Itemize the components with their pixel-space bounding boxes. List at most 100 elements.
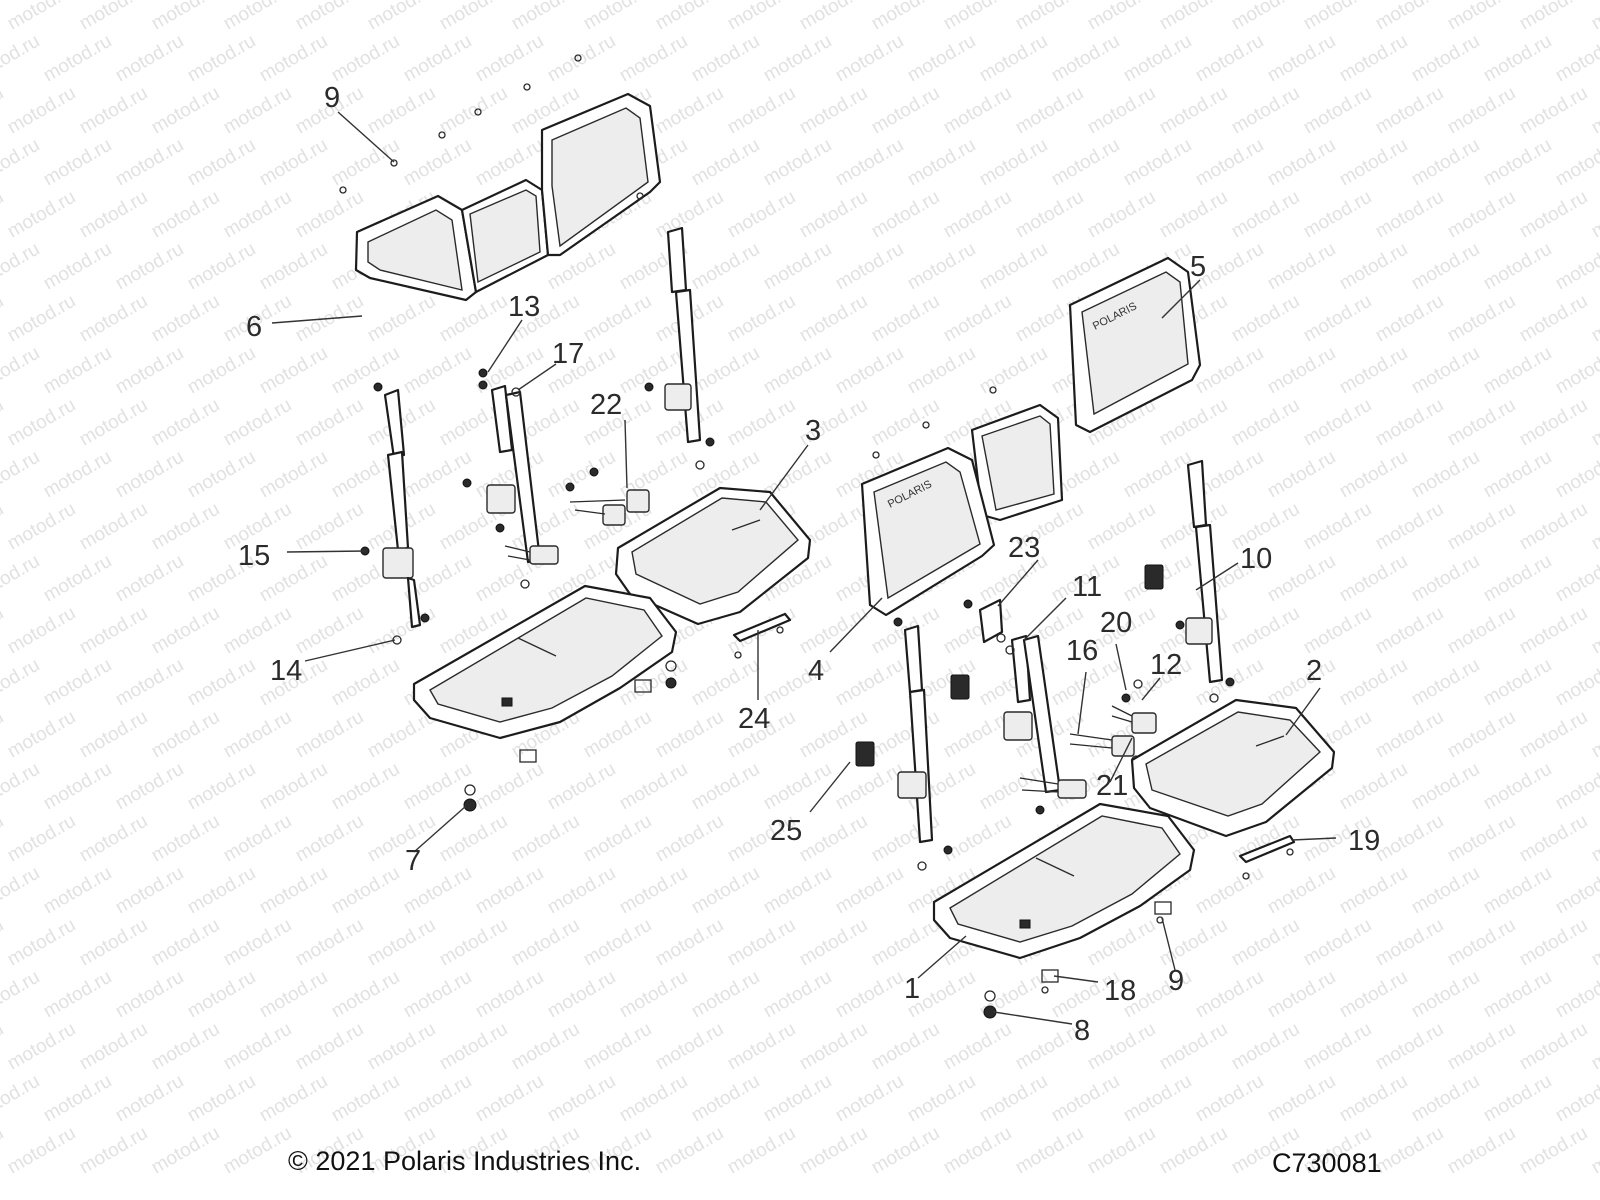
callout-9-lower: 9 [1168,965,1184,997]
watermark-text: motod.ru [40,31,115,87]
watermark-text: motod.ru [1156,0,1231,34]
watermark-text: motod.ru [112,655,187,711]
watermark-text: motod.ru [184,967,259,1023]
watermark-text: motod.ru [1300,187,1375,243]
watermark-text: motod.ru [1552,863,1600,919]
watermark-text: motod.ru [1156,1123,1231,1179]
watermark-text: motod.ru [436,291,511,347]
watermark-text: motod.ru [400,447,475,503]
watermark-text: motod.ru [904,31,979,87]
watermark-text: motod.ru [1372,603,1447,659]
watermark-text: motod.ru [1444,603,1519,659]
watermark-text: motod.ru [220,603,295,659]
watermark-text: motod.ru [1192,31,1267,87]
watermark-text: motod.ru [400,135,475,191]
watermark-text: motod.ru [184,863,259,919]
watermark-text: motod.ru [0,395,7,451]
watermark-text: motod.ru [256,759,331,815]
watermark-text: motod.ru [364,811,439,867]
watermark-text: motod.ru [832,1071,907,1127]
watermark-text: motod.ru [364,1019,439,1075]
watermark-text: motod.ru [760,1071,835,1127]
watermark-text: motod.ru [1480,1071,1555,1127]
callout-5: 5 [1190,251,1206,283]
watermark-text: motod.ru [724,83,799,139]
watermark-text: motod.ru [724,187,799,243]
watermark-text: motod.ru [148,187,223,243]
watermark-text: motod.ru [1084,83,1159,139]
watermark-text: motod.ru [292,0,367,34]
watermark-text: motod.ru [652,187,727,243]
watermark-text: motod.ru [1336,967,1411,1023]
seat-belt-left-outer-15 [360,382,430,645]
watermark-text: motod.ru [1480,551,1555,607]
watermark-text: motod.ru [1516,187,1591,243]
watermark-text: motod.ru [1516,811,1591,867]
watermark-text: motod.ru [724,395,799,451]
backrest-4: POLARIS [860,403,1064,617]
watermark-text: motod.ru [472,863,547,919]
watermark-text: motod.ru [1552,759,1600,815]
watermark-text: motod.ru [0,291,7,347]
watermark-text: motod.ru [436,0,511,34]
watermark-text: motod.ru [1192,967,1267,1023]
watermark-text: motod.ru [4,83,79,139]
watermark-text: motod.ru [796,291,871,347]
callout-11: 11 [1072,571,1102,603]
watermark-text: motod.ru [76,291,151,347]
watermark-text: motod.ru [292,1019,367,1075]
watermark-text: motod.ru [796,0,871,34]
watermark-text: motod.ru [148,0,223,34]
seat-belt-left-center-13 [462,368,542,564]
watermark-text: motod.ru [256,967,331,1023]
callout-14: 14 [270,655,302,687]
watermark-text: motod.ru [1192,135,1267,191]
watermark-text: motod.ru [1336,31,1411,87]
watermark-text: motod.ru [364,915,439,971]
watermark-text: motod.ru [40,135,115,191]
watermark-text: motod.ru [0,1123,7,1179]
watermark-text: motod.ru [4,1019,79,1075]
watermark-text: motod.ru [1516,1019,1591,1075]
watermark-text: motod.ru [436,83,511,139]
watermark-text: motod.ru [1336,551,1411,607]
watermark-text: motod.ru [508,915,583,971]
watermark-text: motod.ru [1264,863,1339,919]
watermark-text: motod.ru [256,447,331,503]
watermark-text: motod.ru [1336,447,1411,503]
callout-2: 2 [1306,655,1322,687]
watermark-text: motod.ru [0,447,43,503]
watermark-text: motod.ru [148,1123,223,1179]
watermark-text: motod.ru [1552,343,1600,399]
watermark-text: motod.ru [1012,0,1087,34]
callout-labels: 9 6 13 17 22 3 5 15 14 7 24 4 23 11 10 2… [238,82,1380,1047]
watermark-text: motod.ru [292,499,367,555]
watermark-text: motod.ru [1336,239,1411,295]
watermark-text: motod.ru [1588,291,1600,347]
watermark-text: motod.ru [1120,135,1195,191]
watermark-text: motod.ru [1012,83,1087,139]
watermark-text: motod.ru [220,915,295,971]
watermark-text: motod.ru [832,863,907,919]
watermark-text: motod.ru [1516,395,1591,451]
watermark-text: motod.ru [1444,0,1519,34]
watermark-text: motod.ru [220,0,295,34]
watermark-text: motod.ru [940,603,1015,659]
watermark-text: motod.ru [1480,31,1555,87]
watermark-text: motod.ru [76,915,151,971]
watermark-text: motod.ru [1300,499,1375,555]
callout-18: 18 [1104,975,1136,1007]
watermark-text: motod.ru [652,0,727,34]
watermark-text: motod.ru [1264,967,1339,1023]
watermark-text: motod.ru [1444,1019,1519,1075]
watermark-text: motod.ru [1156,1019,1231,1075]
watermark-text: motod.ru [292,707,367,763]
callout-16: 16 [1066,635,1098,667]
watermark-text: motod.ru [0,759,43,815]
watermark-text: motod.ru [508,811,583,867]
seat-belt-left-right-strap [644,226,715,470]
watermark-text: motod.ru [328,135,403,191]
watermark-text: motod.ru [1228,291,1303,347]
